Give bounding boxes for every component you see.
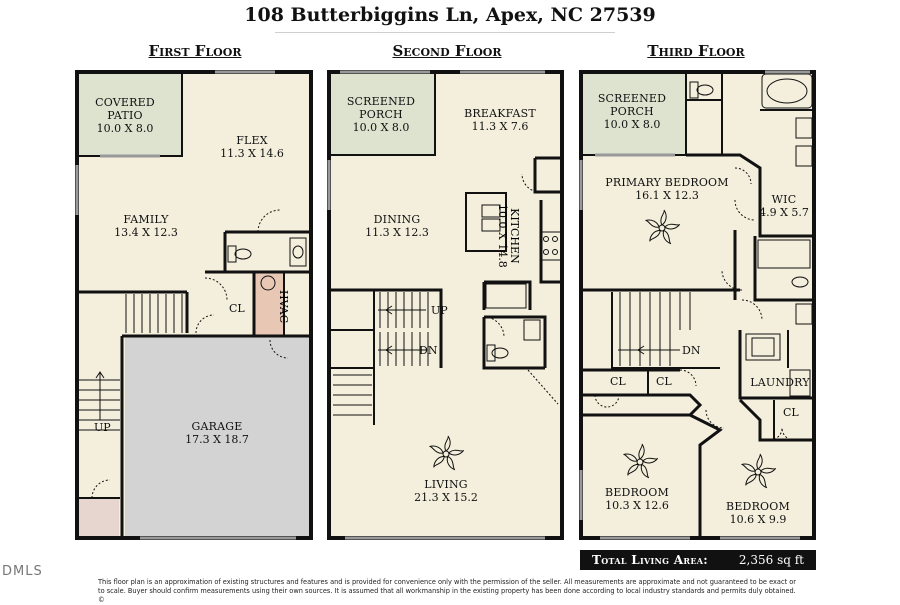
room-screened-porch-third: SCREENED PORCH 10.0 X 8.0 [597,92,667,131]
garage-area [125,336,310,536]
total-living-area: Total Living Area: 2,356 sq ft [580,550,816,570]
first-floor-plan [75,70,313,540]
covered-patio-area [78,73,182,156]
room-primary-bedroom: PRIMARY BEDROOM 16.1 X 12.3 [605,176,729,202]
closet-label: CL [783,406,799,419]
stairs-down-label: DN [682,344,701,357]
room-breakfast: BREAKFAST 11.3 X 7.6 [464,107,536,133]
room-bedroom-2: BEDROOM 10.3 X 12.6 [605,486,669,512]
second-floor-heading: Second Floor [392,42,502,60]
hvac-label: HVAC [277,290,290,324]
stairs-down-label: DN [419,344,438,357]
hvac-area [254,273,284,336]
title-divider [275,32,615,33]
closet-label: CL [229,302,245,315]
room-family: FAMILY 13.4 X 12.3 [114,213,178,239]
room-covered-patio: COVERED PATIO 10.0 X 8.0 [95,96,155,135]
first-floor-heading: First Floor [148,42,242,60]
room-laundry: LAUNDRY [750,376,810,389]
stairs-up-label: UP [94,421,111,434]
closet-label: CL [610,375,626,388]
room-kitchen: KITCHEN 10.0 X 14.8 [496,204,521,268]
closet-label: CL [656,375,672,388]
room-bedroom-3: BEDROOM 10.6 X 9.9 [726,500,790,526]
second-floor-plan [327,70,564,540]
stairs-up-label: UP [431,304,448,317]
room-garage: GARAGE 17.3 X 18.7 [185,420,249,446]
total-living-area-value: 2,356 sq ft [738,553,804,567]
room-dining: DINING 11.3 X 12.3 [365,213,429,239]
disclaimer-text: This floor plan is an approximation of e… [98,578,797,604]
total-living-area-label: Total Living Area: [592,553,708,567]
room-wic: WIC 4.9 X 5.7 [759,193,809,219]
room-screened-porch-second: SCREENED PORCH 10.0 X 8.0 [346,95,416,134]
listing-address-title: 108 Butterbiggins Ln, Apex, NC 27539 [244,4,656,26]
third-floor-heading: Third Floor [647,42,745,60]
mls-logo: DMLS [2,564,43,579]
second-screened-porch-area [330,73,435,155]
room-living: LIVING 21.3 X 15.2 [414,478,478,504]
third-floor-plan [579,70,816,540]
third-screened-porch-area [582,73,686,155]
room-flex: FLEX 11.3 X 14.6 [220,134,284,160]
